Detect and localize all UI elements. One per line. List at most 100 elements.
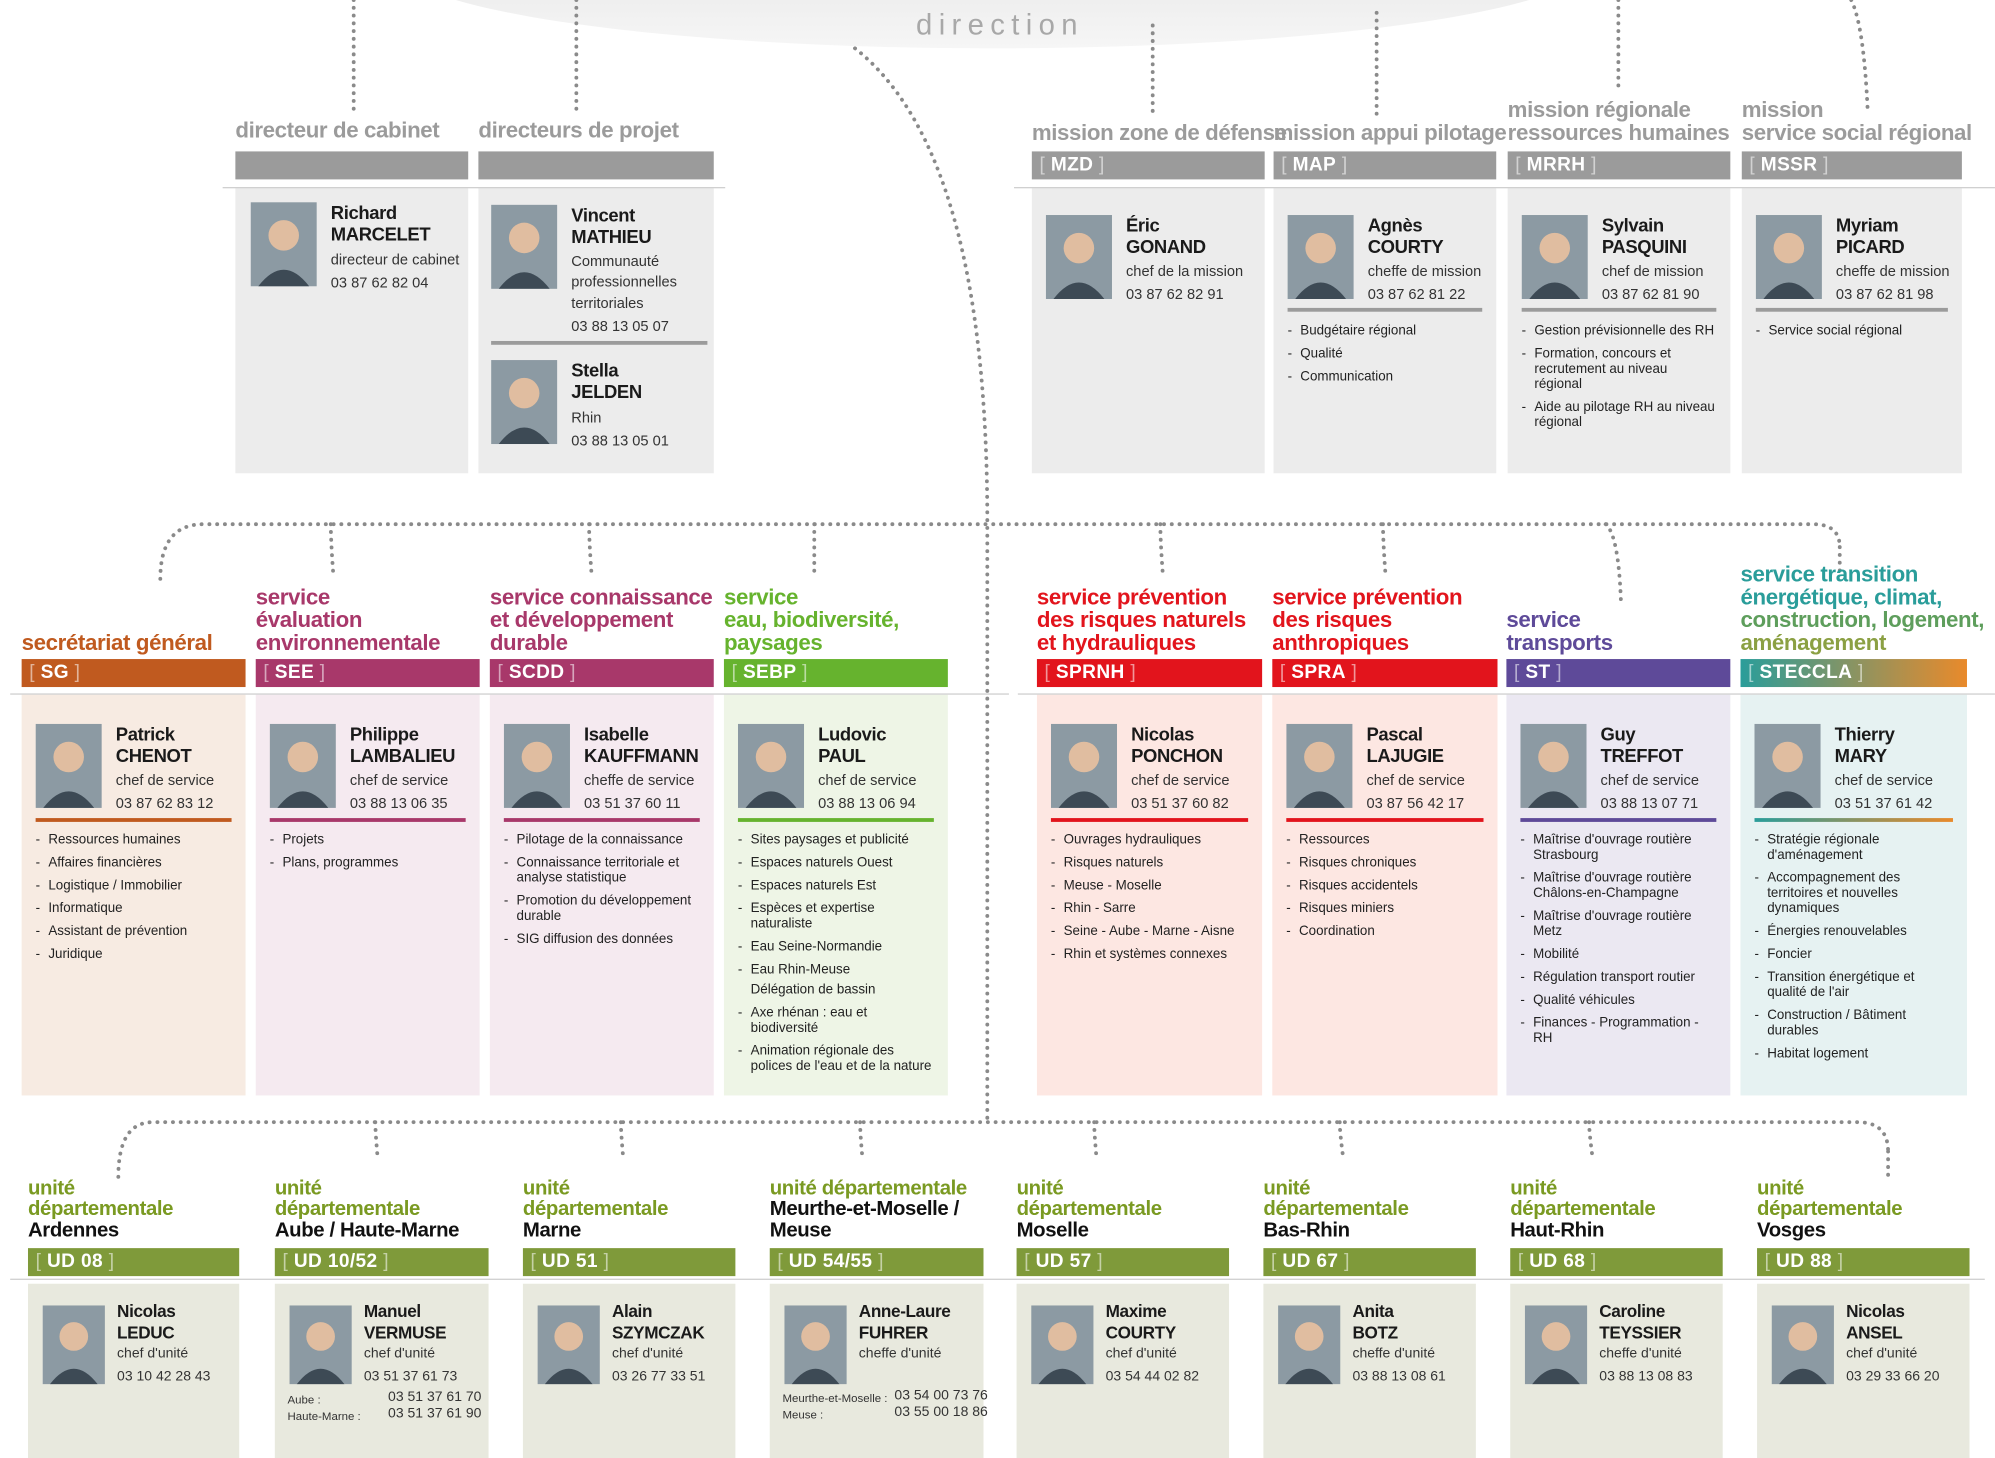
dotted-connector [328, 522, 336, 577]
list-item: Coordination [1286, 924, 1483, 939]
heading-line: construction, logement, [1740, 606, 1985, 633]
heading-line: des risques [1272, 606, 1392, 633]
dotted-connector [1092, 1120, 1099, 1163]
bracket: [ [777, 1250, 789, 1273]
mission-code-bar: [ MRRH ] [1507, 151, 1731, 180]
code-label: SEBP [742, 661, 797, 684]
heading-line: anthropiques [1272, 629, 1409, 656]
bracket: ] [872, 1250, 884, 1273]
unit-phone: 03 29 33 66 20 [1846, 1368, 1940, 1385]
unit-phone: 03 54 00 73 76 [894, 1388, 988, 1404]
grey-bar [478, 151, 714, 180]
mission-person-first-name: Sylvain [1601, 216, 1664, 237]
jelden-first-name: Stella [571, 361, 619, 382]
dotted-connector [1381, 522, 1388, 577]
service-items: ProjetsPlans, programmes [270, 832, 466, 878]
code-label: MRRH [1526, 153, 1586, 176]
mathieu-role: territoriales [571, 296, 644, 312]
unit-person-first-name: Anita [1352, 1301, 1394, 1321]
service-code-bar: [ SPRNH ] [1036, 659, 1263, 688]
bracket: ] [796, 661, 808, 684]
list-item: Projets [270, 832, 466, 847]
unit-place: Vosges [1757, 1219, 1826, 1242]
unit-place: Marne [522, 1219, 581, 1242]
bracket: [ [35, 1250, 47, 1273]
list-item: Finances - Programmation - RH [1520, 1015, 1716, 1046]
unit-code-bar: [ UD 51 ] [522, 1248, 736, 1277]
bracket: [ [1279, 661, 1292, 684]
unit-phone: 03 51 37 61 90 [388, 1405, 482, 1422]
service-person-photo [35, 723, 102, 810]
service-heading: secrétariat général [22, 631, 213, 654]
list-item: Plans, programmes [270, 855, 466, 870]
bracket: [ [1764, 1250, 1777, 1273]
service-person-first-name: Thierry [1834, 725, 1895, 746]
unit-code-bar: [ UD 68 ] [1510, 1248, 1723, 1277]
service-person-first-name: Pascal [1366, 725, 1423, 746]
code-label: UD 88 [1776, 1250, 1833, 1273]
service-person-role: chef de service [818, 773, 917, 789]
list-item: Budgétaire régional [1288, 323, 1483, 338]
heading-line: secrétariat général [21, 629, 213, 656]
dotted-connector [1849, 0, 1870, 114]
list-item: Espèces et expertise naturaliste [738, 901, 934, 932]
dotted-connector [373, 1120, 380, 1163]
heading-line: service transition [1740, 561, 1919, 587]
code-label: MZD [1050, 153, 1094, 176]
service-code-bar: [ SG ] [21, 659, 246, 688]
list-item: Connaissance territoriale et analyse sta… [504, 855, 700, 886]
unit-person-role: cheffe d'unité [858, 1346, 942, 1362]
unit-person-last-name: TEYSSIER [1599, 1323, 1682, 1343]
mathieu-first-name: Vincent [571, 206, 635, 227]
unit-heading-line: unité départementale [769, 1177, 968, 1200]
mission-person-phone: 03 87 62 82 91 [1125, 287, 1224, 303]
grey-bar [235, 151, 469, 180]
mission-code-bar: [ MSSR ] [1741, 151, 1962, 180]
list-item: Risques naturels [1051, 855, 1248, 870]
code-label: UD 51 [541, 1250, 598, 1273]
service-items: Pilotage de la connaissanceConnaissance … [504, 832, 700, 954]
list-item: Qualité [1288, 346, 1483, 361]
unit-place: Moselle [1016, 1219, 1089, 1242]
heading-line: service [255, 583, 330, 610]
bracket: ] [564, 661, 576, 684]
service-divider [503, 818, 700, 822]
service-person-first-name: Patrick [115, 725, 175, 746]
unit-person-first-name: Anne-Laure [858, 1301, 951, 1321]
bracket: [ [1271, 1250, 1283, 1273]
list-item: Service social régional [1756, 323, 1948, 338]
unit-person-last-name: VERMUSE [363, 1323, 447, 1343]
bracket: [ [282, 1250, 294, 1273]
service-person-phone: 03 88 13 06 35 [349, 796, 448, 812]
bracket: ] [1091, 1250, 1103, 1273]
unit-phone: 03 88 13 08 83 [1599, 1368, 1693, 1385]
service-divider [737, 818, 934, 822]
heading-line: service social régional [1741, 119, 1972, 146]
dotted-connector [1603, 522, 1623, 603]
service-person-first-name: Nicolas [1131, 725, 1195, 746]
service-divider [269, 818, 466, 822]
mission-items: Gestion prévisionnelle des RHFormation, … [1522, 323, 1717, 438]
heading-line: évaluation [255, 606, 363, 633]
unit-person-last-name: FUHRER [858, 1323, 929, 1343]
bracket: ] [1585, 1250, 1597, 1273]
list-item: Sites paysages et publicité [738, 832, 934, 847]
dotted-connector [1337, 1120, 1346, 1163]
bracket: ] [1817, 153, 1829, 176]
heading-line: paysages [723, 629, 823, 656]
unit-person-photo [1523, 1305, 1589, 1385]
bracket: ] [1336, 153, 1348, 176]
mission-person-last-name: PASQUINI [1601, 237, 1687, 259]
service-divider [1286, 818, 1484, 822]
service-person-photo [1754, 723, 1821, 810]
unit-code-bar: [ UD 88 ] [1757, 1248, 1970, 1277]
code-label: SCDD [508, 661, 565, 684]
code-label: MAP [1292, 153, 1337, 176]
service-person-photo [503, 723, 570, 810]
top-left-heading: directeur de cabinet [235, 117, 440, 143]
unit-person-photo [288, 1305, 354, 1385]
mission-divider [1287, 307, 1483, 312]
service-person-photo [1050, 723, 1118, 810]
